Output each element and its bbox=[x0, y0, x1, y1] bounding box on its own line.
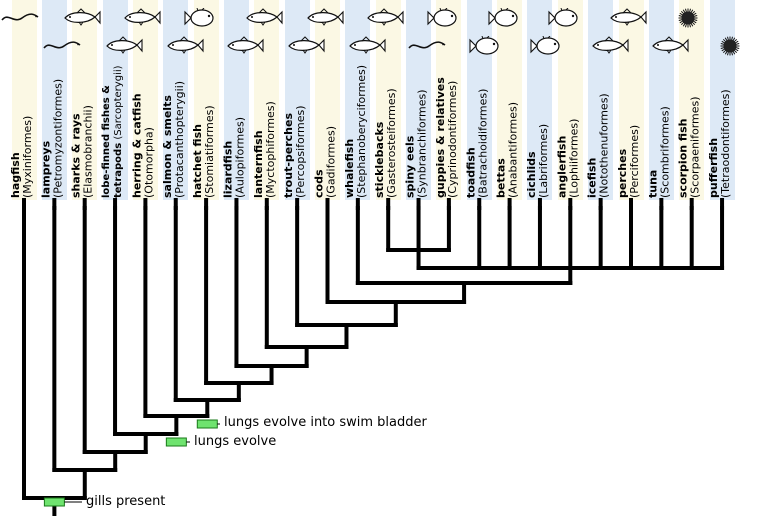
cod-icon bbox=[304, 8, 344, 28]
hagfish-icon bbox=[0, 8, 40, 28]
trait-marker bbox=[165, 437, 187, 447]
column-stripe bbox=[315, 0, 340, 200]
toadfish-icon bbox=[467, 36, 507, 56]
trait-label: lungs evolve bbox=[194, 434, 277, 449]
trait-marker bbox=[43, 497, 65, 507]
column-stripe bbox=[497, 0, 523, 200]
lizardfish-icon bbox=[224, 36, 264, 56]
column-stripe bbox=[527, 0, 553, 200]
column-stripe bbox=[163, 0, 189, 200]
pufferfish-icon bbox=[710, 36, 750, 56]
guppy-icon bbox=[425, 8, 465, 28]
stickleback-icon bbox=[364, 8, 404, 28]
column-stripe bbox=[72, 0, 98, 200]
cichlid-icon bbox=[528, 36, 568, 56]
lobefin-icon bbox=[103, 36, 143, 56]
column-stripe bbox=[588, 0, 614, 200]
spiny-eel-icon bbox=[407, 36, 447, 56]
whalefish-icon bbox=[346, 36, 386, 56]
trait-label: lungs evolve into swim bladder bbox=[224, 415, 427, 430]
column-stripe bbox=[41, 0, 67, 200]
column-stripe bbox=[648, 0, 674, 200]
column-stripe bbox=[709, 0, 735, 200]
salmon-icon bbox=[164, 36, 204, 56]
trait-marker bbox=[196, 419, 218, 429]
lamprey-icon bbox=[42, 36, 82, 56]
column-stripe bbox=[132, 0, 158, 200]
column-stripe bbox=[466, 0, 492, 200]
icefish-icon bbox=[589, 36, 629, 56]
hatchetfish-icon bbox=[182, 8, 222, 28]
shark-icon bbox=[61, 8, 101, 28]
column-stripe bbox=[102, 0, 128, 200]
column-stripe bbox=[679, 0, 705, 200]
column-stripe bbox=[375, 0, 401, 200]
betta-icon bbox=[486, 8, 526, 28]
column-stripe bbox=[406, 0, 432, 200]
column-stripe bbox=[193, 0, 219, 200]
column-stripe bbox=[557, 0, 583, 200]
trait-label: gills present bbox=[86, 494, 166, 509]
scorpionfish-icon bbox=[668, 8, 708, 28]
column-stripe bbox=[345, 0, 371, 200]
column-stripe bbox=[11, 0, 37, 200]
column-stripe bbox=[436, 0, 462, 200]
lanternfish-icon bbox=[243, 8, 283, 28]
column-stripe bbox=[254, 0, 280, 200]
tuna-icon bbox=[649, 36, 689, 56]
column-stripe bbox=[618, 0, 644, 200]
column-stripe bbox=[223, 0, 249, 200]
troutperch-icon bbox=[285, 36, 325, 56]
herring-icon bbox=[121, 8, 161, 28]
perch-icon bbox=[607, 8, 647, 28]
anglerfish-icon bbox=[546, 8, 586, 28]
column-stripe bbox=[284, 0, 310, 200]
